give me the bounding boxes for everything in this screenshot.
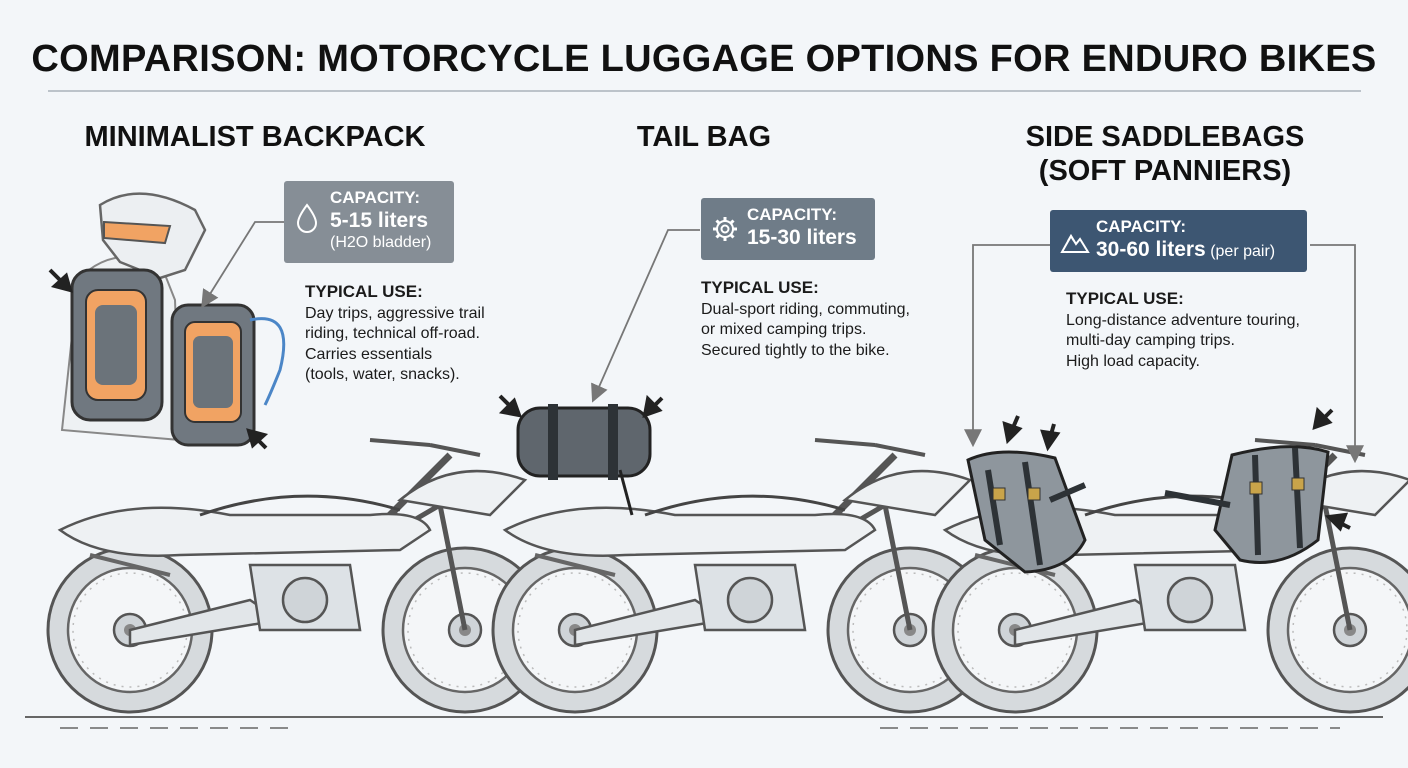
capacity-box-tail-bag: CAPACITY: 15-30 liters (701, 198, 875, 260)
right-saddlebag (1164, 445, 1330, 564)
use-line: High load capacity. (1066, 352, 1200, 370)
capacity-value-row: 30-60 liters (per pair) (1096, 237, 1297, 262)
capacity-value: 5-15 liters (330, 209, 429, 232)
backpack-detail (170, 303, 286, 447)
page-title: COMPARISON: MOTORCYCLE LUGGAGE OPTIONS F… (31, 38, 1377, 80)
typical-use-saddlebags: TYPICAL USE: Long-distance adventure tou… (1066, 289, 1300, 372)
left-saddlebag (966, 450, 1087, 574)
use-line: multi-day camping trips. (1066, 332, 1235, 349)
ground-line (25, 716, 1383, 729)
tail-bag (516, 404, 652, 516)
use-line: Carries essentials (305, 345, 433, 363)
use-line: (tools, water, snacks). (305, 366, 460, 383)
use-heading: TYPICAL USE: (1066, 289, 1184, 308)
use-line: riding, technical off-road. (305, 325, 480, 342)
use-line: or mixed camping trips. (701, 321, 867, 338)
use-line: Secured tightly to the bike. (701, 341, 890, 359)
use-line: Day trips, aggressive trail (305, 304, 485, 322)
connector-lines (201, 221, 1364, 464)
use-heading: TYPICAL USE: (305, 282, 423, 301)
worn-backpack (70, 268, 164, 422)
capacity-value: 30-60 liters (1096, 238, 1206, 261)
typical-use-backpack: TYPICAL USE: Day trips, aggressive trail… (305, 282, 485, 386)
gear-icon (713, 217, 737, 241)
capacity-box-saddlebags: CAPACITY: 30-60 liters (per pair) (1050, 210, 1307, 272)
column-heading-saddlebags: SIDE SADDLEBAGS (SOFT PANNIERS) (980, 120, 1350, 188)
title-divider (48, 90, 1361, 92)
use-line: Long-distance adventure touring, (1066, 311, 1300, 329)
column-heading-backpack: MINIMALIST BACKPACK (40, 120, 470, 154)
mountain-icon (1060, 234, 1090, 253)
column-heading-tail-bag: TAIL BAG (554, 120, 854, 154)
use-heading: TYPICAL USE: (701, 278, 819, 297)
capacity-label: CAPACITY: (1096, 217, 1187, 236)
bike-1 (48, 440, 547, 712)
bike-2 (493, 440, 992, 712)
heading-line: MINIMALIST BACKPACK (84, 121, 426, 153)
capacity-value: 15-30 liters (747, 226, 857, 249)
heading-line: SIDE SADDLEBAGS (1025, 121, 1305, 153)
capacity-label: CAPACITY: (330, 188, 421, 207)
heading-line: (SOFT PANNIERS) (1038, 155, 1292, 187)
capacity-box-backpack: CAPACITY: 5-15 liters (H2O bladder) (284, 181, 454, 263)
capacity-note: (per pair) (1210, 243, 1276, 260)
heading-line: TAIL BAG (636, 121, 772, 153)
capacity-label: CAPACITY: (747, 205, 838, 224)
typical-use-tail-bag: TYPICAL USE: Dual-sport riding, commutin… (701, 278, 910, 361)
capacity-note: (H2O bladder) (330, 234, 432, 251)
pointer-arrows (48, 268, 1351, 532)
use-line: Dual-sport riding, commuting, (701, 300, 910, 318)
water-drop-icon (296, 203, 318, 233)
